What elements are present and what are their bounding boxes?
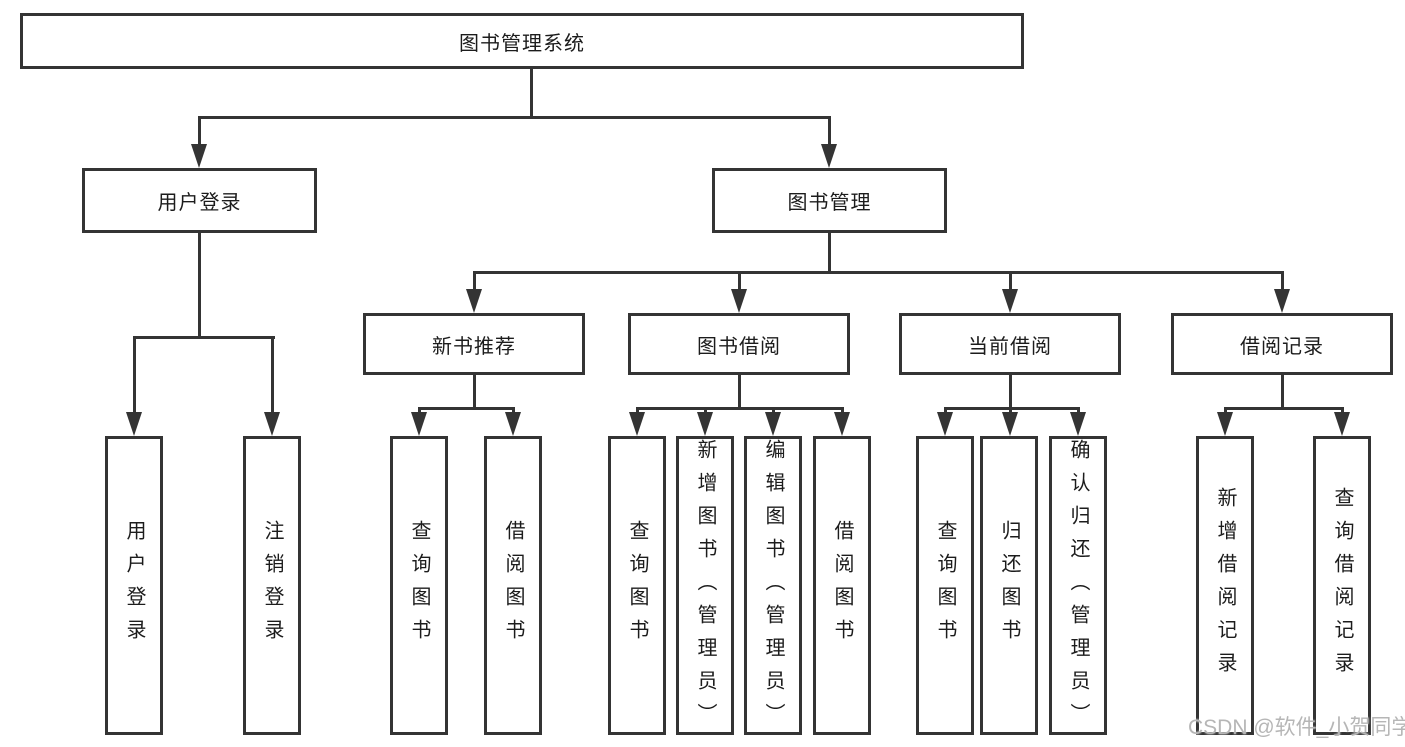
node-book-management: 图书管理 bbox=[712, 168, 947, 233]
connector-line bbox=[840, 407, 844, 414]
leaf-query-books-recommend: 查询图书 bbox=[390, 436, 448, 735]
leaf-add-book-admin: 新增图书（管理员） bbox=[676, 436, 734, 736]
leaf-query-borrow-record: 查询借阅记录 bbox=[1313, 436, 1371, 735]
connector-line bbox=[417, 407, 421, 414]
connector-line bbox=[703, 407, 707, 414]
leaf-add-book-admin-label: 新增图书（管理员） bbox=[694, 439, 716, 736]
node-current-borrow-label: 当前借阅 bbox=[968, 335, 1052, 358]
node-new-book-recommend-label: 新书推荐 bbox=[432, 335, 516, 358]
csdn-watermark: CSDN @软件_小贺同学 bbox=[1188, 716, 1405, 739]
leaf-query-books-borrow: 查询图书 bbox=[608, 436, 666, 735]
connector-line bbox=[132, 336, 136, 414]
connector-line bbox=[472, 375, 476, 409]
node-new-book-recommend: 新书推荐 bbox=[363, 313, 585, 375]
connector-line bbox=[737, 375, 741, 409]
node-book-borrow-label: 图书借阅 bbox=[697, 335, 781, 358]
leaf-query-books-current: 查询图书 bbox=[916, 436, 974, 735]
leaf-confirm-return-admin: 确认归还（管理员） bbox=[1049, 436, 1107, 736]
connector-line bbox=[635, 407, 844, 410]
connector-line bbox=[635, 407, 639, 414]
arrow-down-icon bbox=[937, 412, 953, 436]
leaf-add-borrow-record-label: 新增借阅记录 bbox=[1214, 486, 1236, 685]
leaf-borrow-books-borrow-label: 借阅图书 bbox=[831, 519, 853, 652]
arrow-down-icon bbox=[834, 412, 850, 436]
arrow-down-icon bbox=[1274, 289, 1290, 313]
arrow-down-icon bbox=[264, 412, 280, 436]
connector-line bbox=[197, 233, 201, 338]
arrow-down-icon bbox=[1070, 412, 1086, 436]
connector-line bbox=[827, 116, 831, 146]
leaf-logout: 注销登录 bbox=[243, 436, 301, 735]
leaf-query-books-borrow-label: 查询图书 bbox=[626, 519, 648, 652]
arrow-down-icon bbox=[505, 412, 521, 436]
arrow-down-icon bbox=[191, 144, 207, 168]
connector-line bbox=[1280, 375, 1284, 409]
connector-line bbox=[943, 407, 947, 414]
arrow-down-icon bbox=[1002, 289, 1018, 313]
connector-line bbox=[737, 271, 741, 291]
node-library-system: 图书管理系统 bbox=[20, 13, 1024, 69]
arrow-down-icon bbox=[466, 289, 482, 313]
leaf-logout-label: 注销登录 bbox=[261, 519, 283, 652]
connector-line bbox=[1008, 271, 1012, 291]
arrow-down-icon bbox=[1002, 412, 1018, 436]
leaf-query-books-recommend-label: 查询图书 bbox=[408, 519, 430, 652]
connector-line bbox=[1223, 407, 1344, 410]
connector-line bbox=[1008, 375, 1012, 409]
leaf-add-borrow-record: 新增借阅记录 bbox=[1196, 436, 1254, 735]
arrow-down-icon bbox=[1217, 412, 1233, 436]
leaf-edit-book-admin: 编辑图书（管理员） bbox=[744, 436, 802, 736]
arrow-down-icon bbox=[126, 412, 142, 436]
arrow-down-icon bbox=[731, 289, 747, 313]
leaf-borrow-books-borrow: 借阅图书 bbox=[813, 436, 871, 735]
leaf-borrow-books-recommend-label: 借阅图书 bbox=[502, 519, 524, 652]
node-book-management-label: 图书管理 bbox=[787, 192, 872, 214]
leaf-return-book: 归还图书 bbox=[980, 436, 1038, 735]
leaf-borrow-books-recommend: 借阅图书 bbox=[484, 436, 542, 735]
arrow-down-icon bbox=[629, 412, 645, 436]
connector-line bbox=[771, 407, 775, 414]
node-borrow-records: 借阅记录 bbox=[1171, 313, 1393, 375]
connector-line bbox=[1223, 407, 1227, 414]
connector-line bbox=[943, 407, 1080, 410]
leaf-user-login: 用户登录 bbox=[105, 436, 163, 735]
leaf-return-book-label: 归还图书 bbox=[998, 519, 1020, 652]
connector-line bbox=[827, 233, 831, 274]
leaf-query-books-current-label: 查询图书 bbox=[934, 519, 956, 652]
node-user-login: 用户登录 bbox=[82, 168, 317, 233]
leaf-query-borrow-record-label: 查询借阅记录 bbox=[1331, 486, 1353, 685]
connector-line bbox=[270, 336, 274, 414]
connector-line bbox=[1280, 271, 1284, 291]
node-borrow-records-label: 借阅记录 bbox=[1240, 335, 1324, 358]
connector-line bbox=[1340, 407, 1344, 414]
leaf-user-login-label: 用户登录 bbox=[123, 519, 145, 652]
connector-line bbox=[417, 407, 515, 410]
node-user-login-label: 用户登录 bbox=[157, 192, 242, 214]
connector-line bbox=[472, 271, 476, 291]
node-current-borrow: 当前借阅 bbox=[899, 313, 1121, 375]
connector-line bbox=[511, 407, 515, 414]
leaf-edit-book-admin-label: 编辑图书（管理员） bbox=[762, 439, 784, 736]
connector-line bbox=[197, 116, 831, 119]
arrow-down-icon bbox=[697, 412, 713, 436]
connector-line bbox=[132, 336, 275, 339]
connector-line bbox=[197, 116, 201, 146]
arrow-down-icon bbox=[1334, 412, 1350, 436]
connector-line bbox=[472, 271, 1284, 274]
leaf-confirm-return-admin-label: 确认归还（管理员） bbox=[1067, 439, 1089, 736]
connector-line bbox=[1008, 407, 1012, 414]
arrow-down-icon bbox=[411, 412, 427, 436]
connector-line bbox=[1076, 407, 1080, 414]
node-library-system-label: 图书管理系统 bbox=[459, 32, 585, 55]
arrow-down-icon bbox=[765, 412, 781, 436]
connector-line bbox=[529, 68, 533, 118]
arrow-down-icon bbox=[821, 144, 837, 168]
node-book-borrow: 图书借阅 bbox=[628, 313, 850, 375]
